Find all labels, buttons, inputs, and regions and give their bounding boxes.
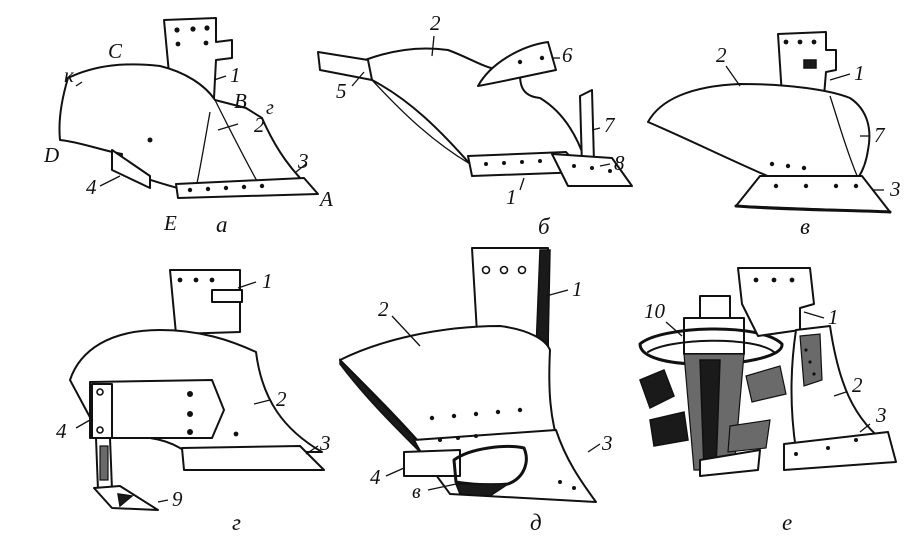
- panel-b-label-8: 8: [614, 151, 625, 175]
- panel-v-label-3: 3: [889, 177, 901, 201]
- panel-b-coulter: [579, 89, 595, 167]
- panel-e-label-1: 1: [828, 305, 839, 329]
- panel-b-labels: 2 5 6 7 8 1 б: [336, 11, 625, 239]
- panel-g-plate: [89, 379, 225, 439]
- panel-g-bracket: [169, 269, 243, 335]
- panel-d-label-v: в: [412, 481, 421, 503]
- panel-e-bracket: [737, 267, 815, 337]
- panel-e-label-2: 2: [852, 373, 863, 397]
- panel-a-caption: а: [216, 212, 228, 237]
- panel-g-caption: г: [232, 510, 241, 535]
- panel-d-moldboard: [339, 325, 561, 453]
- panel-d-label-1: 1: [572, 277, 583, 301]
- panel-g-ripper: [93, 437, 159, 511]
- panel-a-landside: [111, 149, 151, 189]
- panel-b-moldboard: [364, 47, 586, 165]
- panel-a-label-B: B: [234, 89, 247, 113]
- panel-g-label-1: 1: [262, 269, 273, 293]
- panel-v-moldboard: [647, 83, 871, 179]
- panel-b-label-1: 1: [506, 185, 517, 209]
- panel-g-label-9: 9: [172, 487, 183, 511]
- panel-g-label-3: 3: [319, 431, 331, 455]
- panel-v-share: [734, 175, 892, 214]
- panel-g-share: [181, 445, 325, 471]
- panel-a-label-E: E: [163, 211, 177, 235]
- panel-a-label-4: 4: [86, 175, 97, 199]
- panel-e-share: [783, 431, 897, 471]
- panel-b-caption: б: [538, 214, 551, 239]
- panel-b-label-7: 7: [604, 113, 616, 137]
- panel-a-label-g: г: [266, 97, 274, 119]
- panel-d-landside: [403, 449, 461, 477]
- panel-d-label-2: 2: [378, 297, 389, 321]
- panel-g: 1 2 3 4 9 г: [56, 269, 331, 535]
- panel-d-label-3: 3: [601, 431, 613, 455]
- panel-a-label-3: 3: [297, 149, 309, 173]
- panel-v-label-2: 2: [716, 43, 727, 67]
- panel-a: 1 2 3 4 A B C D E к г а: [43, 17, 333, 237]
- panel-e-label-3: 3: [875, 403, 887, 427]
- panel-b-label-6: 6: [562, 43, 573, 67]
- panel-d-label-4: 4: [370, 465, 381, 489]
- panel-g-label-4: 4: [56, 419, 67, 443]
- panel-b-chisel: [551, 153, 633, 187]
- panel-d-labels: 1 2 3 4 в д: [370, 277, 613, 535]
- panel-v: 1 2 7 3 в: [647, 31, 901, 239]
- panel-a-label-A: A: [318, 187, 333, 211]
- panel-d: 1 2 3 4 в д: [339, 247, 613, 535]
- panel-b-feather: [477, 41, 557, 87]
- panel-a-label-D: D: [43, 143, 59, 167]
- panel-d-clamp: [452, 445, 528, 497]
- panel-v-bracket: [777, 31, 837, 97]
- panel-v-labels: 1 2 7 3 в: [716, 43, 901, 239]
- panel-a-labels: 1 2 3 4 A B C D E к г а: [43, 39, 333, 237]
- panel-a-share: [175, 177, 319, 199]
- panel-b-label-2: 2: [430, 11, 441, 35]
- panel-e-label-10: 10: [644, 299, 666, 323]
- panel-b-label-5: 5: [336, 79, 347, 103]
- panel-e-labels: 1 2 3 10 е: [644, 299, 887, 535]
- panel-b-extension: [317, 51, 373, 81]
- panel-a-label-C: C: [108, 39, 123, 63]
- panel-g-labels: 1 2 3 4 9 г: [56, 269, 331, 535]
- panel-a-label-1: 1: [230, 63, 241, 87]
- panel-v-caption: в: [800, 214, 810, 239]
- panel-g-label-2: 2: [276, 387, 287, 411]
- panel-a-label-k: к: [64, 63, 74, 87]
- panel-v-label-1: 1: [854, 61, 865, 85]
- panel-e-moldboard: [790, 325, 891, 451]
- panel-b: 2 5 6 7 8 1 б: [317, 11, 633, 239]
- panel-d-caption: д: [530, 510, 542, 535]
- panel-a-moldboard: [58, 63, 317, 195]
- panel-e-caption: е: [782, 510, 792, 535]
- panel-v-label-7: 7: [874, 123, 886, 147]
- panel-e-rotor: [638, 295, 787, 477]
- panel-a-label-2: 2: [254, 113, 265, 137]
- panel-e: 1 2 3 10 е: [638, 267, 897, 535]
